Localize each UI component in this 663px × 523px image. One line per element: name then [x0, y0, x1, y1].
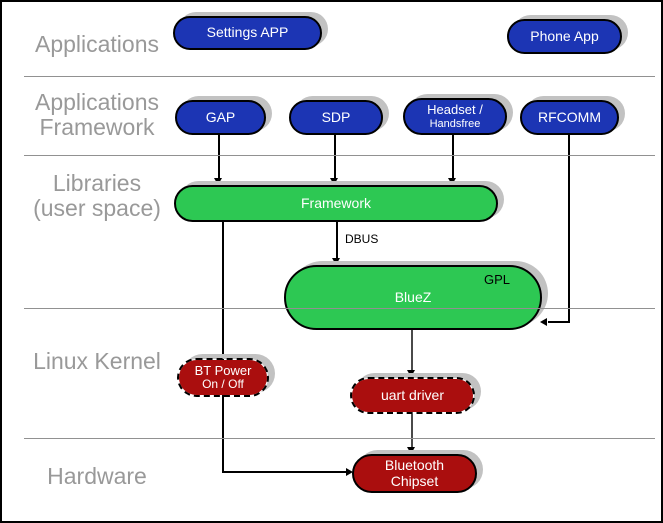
layer-divider-kernel [24, 438, 655, 439]
node-headset-handsfree: Headset / Handsfree [403, 98, 507, 135]
layer-label-applications-framework: Applications Framework [2, 90, 192, 140]
node-settings-app: Settings APP [173, 16, 322, 50]
arrowhead-uart-chipset [407, 447, 415, 454]
gpl-license-label: GPL [483, 272, 510, 287]
edge-framework-to-chipset-vertical [222, 222, 224, 473]
layer-label-line: Libraries [52, 170, 142, 196]
edge-framework-to-chipset-horizontal [222, 471, 346, 473]
dbus-edge-label: DBUS [345, 232, 379, 246]
arrowhead-gap-framework [214, 178, 222, 185]
node-rfcomm: RFCOMM [520, 100, 619, 135]
edge-uart-to-chipset [411, 414, 413, 448]
layer-divider-applications [24, 76, 655, 77]
layer-label-libraries-user-space: Libraries (user space) [2, 171, 192, 221]
arrowhead-btpower-chipset [346, 468, 353, 476]
arrowhead-sdp-framework [330, 178, 338, 185]
node-label: uart driver [380, 386, 445, 403]
edge-headset-to-framework [452, 134, 454, 179]
node-label: Settings APP [206, 24, 289, 41]
layer-divider-libraries [24, 308, 655, 309]
node-bluez: GPL BlueZ [284, 265, 542, 330]
layer-label-linux-kernel: Linux Kernel [2, 349, 192, 374]
node-label: Framework [300, 194, 371, 211]
node-label: BlueZ [394, 288, 432, 305]
arrowhead-headset-framework [448, 178, 456, 185]
layer-label-line: Applications [34, 89, 160, 115]
edge-framework-to-bluez-dbus [336, 222, 338, 259]
layer-label-hardware: Hardware [2, 464, 192, 489]
edge-rfcomm-to-bluez-vertical [568, 135, 570, 323]
node-label: Headset / [427, 102, 483, 118]
arrowhead-dbus-bluez [332, 258, 340, 265]
layer-divider-framework [24, 155, 655, 156]
edge-rfcomm-to-bluez-horizontal [548, 321, 570, 323]
layer-label-line: Hardware [47, 463, 147, 489]
node-label: GAP [205, 108, 236, 125]
node-sublabel: Handsfree [429, 117, 481, 130]
arrowhead-bluez-uart [407, 370, 415, 377]
node-uart-driver: uart driver [350, 377, 475, 414]
node-gap: GAP [175, 100, 266, 135]
layer-label-line: Applications [34, 31, 160, 57]
edge-sdp-to-framework [334, 135, 336, 179]
node-label: RFCOMM [538, 108, 601, 125]
layer-label-applications: Applications [2, 32, 192, 57]
node-phone-app: Phone App [507, 19, 622, 54]
layer-label-line: (user space) [33, 195, 161, 221]
node-bluetooth-chipset: Bluetooth Chipset [352, 454, 477, 493]
node-label: Bluetooth [384, 456, 445, 473]
node-label: SDP [321, 108, 351, 125]
edge-gap-to-framework [218, 135, 220, 179]
layer-label-line: Framework [39, 114, 155, 140]
node-sublabel: Chipset [390, 472, 439, 489]
node-bt-power-on-off: BT Power On / Off [177, 358, 269, 397]
node-label: Phone App [530, 27, 599, 44]
layer-label-line: Linux Kernel [33, 348, 161, 374]
node-framework: Framework [174, 185, 498, 222]
node-sublabel: On / Off [202, 377, 244, 392]
edge-bluez-to-uart [411, 330, 413, 371]
node-label: BT Power [194, 362, 252, 378]
node-sdp: SDP [289, 100, 383, 135]
arrowhead-rfcomm-bluez [540, 318, 547, 326]
